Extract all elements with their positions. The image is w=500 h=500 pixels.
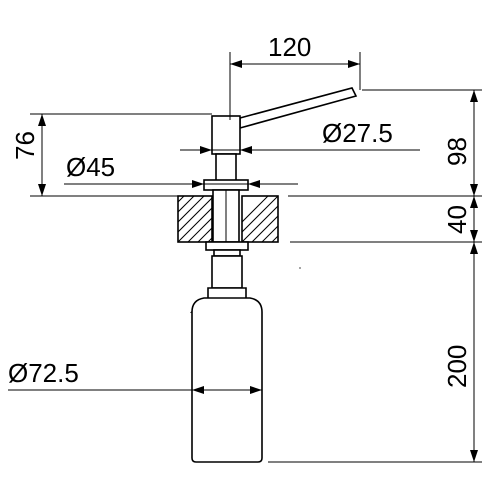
pump-head [211, 115, 241, 155]
dimension-lines [8, 60, 478, 462]
dispenser-outline [189, 87, 358, 463]
label-bottle-height: 200 [442, 345, 472, 388]
countertop-left-hatch [178, 196, 212, 242]
label-height-above-counter: 76 [10, 131, 40, 160]
bottle-cap [213, 249, 241, 257]
label-spout-length: 120 [268, 32, 311, 62]
flange [203, 179, 249, 191]
label-counter-thickness: 40 [442, 205, 472, 234]
countertop-section [177, 195, 279, 243]
bottle-body [191, 297, 263, 463]
label-flange-diameter: Ø45 [66, 152, 115, 182]
bottle-neck [211, 255, 243, 289]
lock-nut [205, 241, 249, 251]
countertop-right-hatch [242, 196, 278, 242]
label-head-diameter: Ø27.5 [322, 118, 393, 148]
label-total-height-above: 98 [442, 137, 472, 166]
countertop-right-block [241, 195, 279, 243]
extension-lines [30, 52, 482, 463]
countertop-left-block [177, 195, 213, 243]
label-bottle-diameter: Ø72.5 [8, 358, 79, 388]
